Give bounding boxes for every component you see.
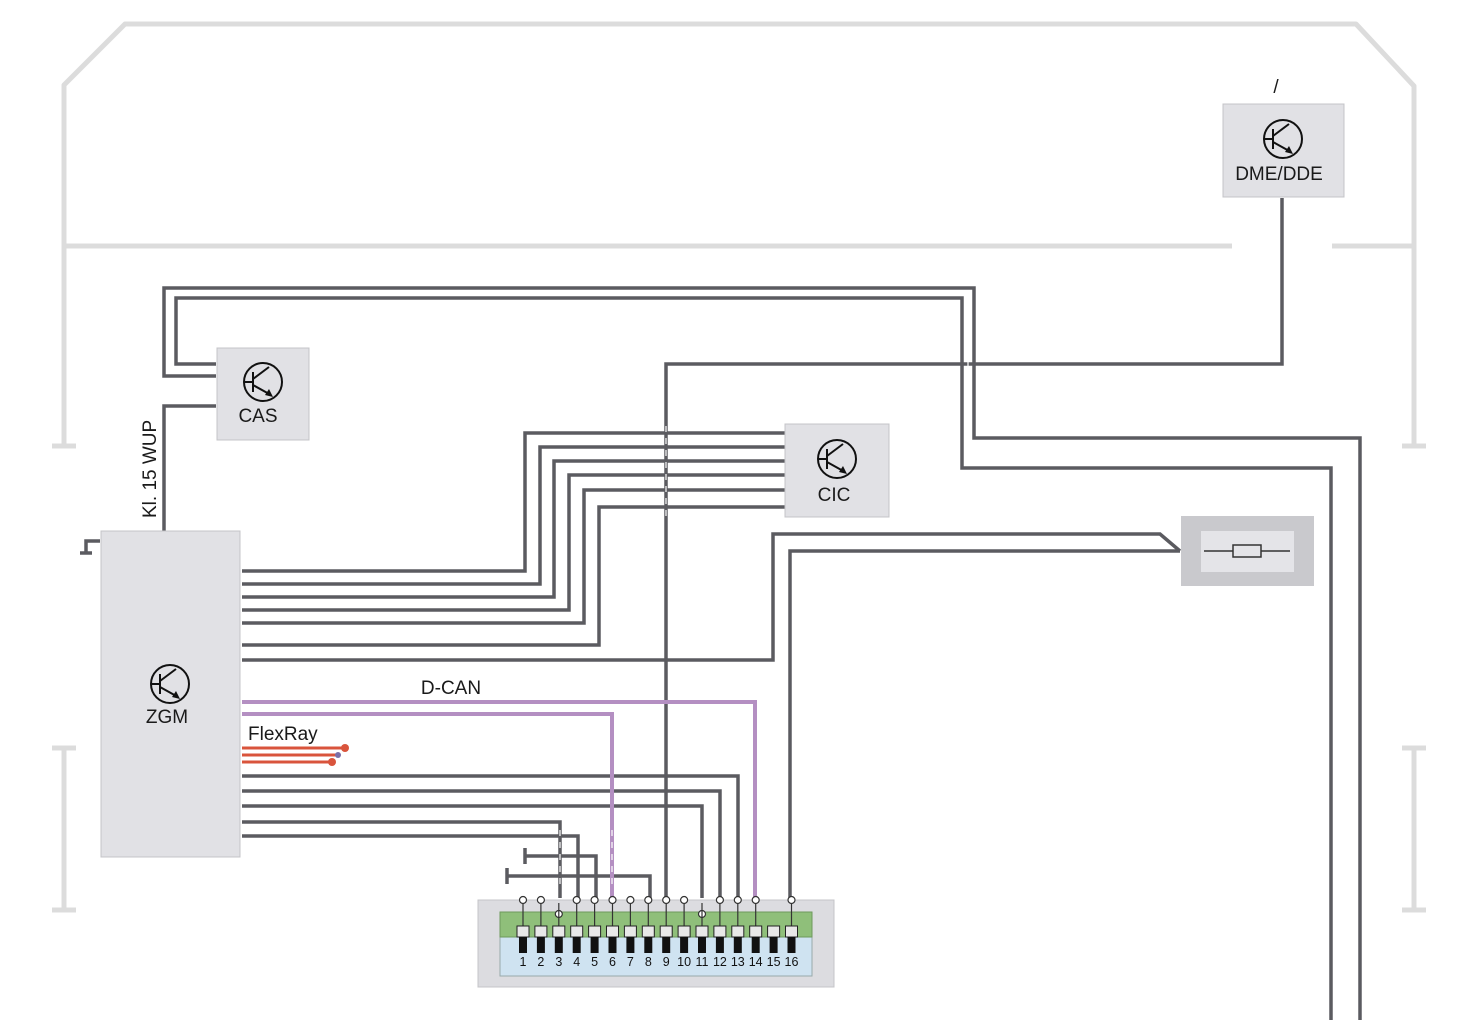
connector-pin-11: 11 — [695, 903, 709, 969]
cic-label: CIC — [818, 485, 851, 506]
pin-contact — [751, 895, 760, 905]
connector-pin-16: 16 — [785, 895, 799, 969]
flexray-terminal — [335, 752, 341, 758]
connector-pin-2: 2 — [534, 895, 548, 969]
cic-module — [784, 423, 890, 518]
wiring-harness — [80, 198, 1362, 1020]
pin-contact — [518, 895, 528, 905]
d-can-bus — [242, 700, 757, 898]
transistor-icon — [150, 664, 190, 704]
fuse-box — [1181, 516, 1314, 586]
pin-number-label: 15 — [767, 955, 781, 969]
pin-contact — [590, 895, 599, 905]
kl15-label: Kl. 15 WUP — [140, 420, 161, 518]
flexray-terminal — [341, 744, 349, 752]
pin-number-label: 10 — [677, 955, 691, 969]
pin-contact — [626, 895, 635, 905]
pin-number-label: 3 — [555, 955, 562, 969]
flexray-bus — [242, 744, 349, 766]
transistor-icon — [1263, 119, 1303, 159]
connector-pin-13: 13 — [731, 895, 745, 969]
dme-dde-module — [1222, 103, 1345, 198]
connector-pin-5: 5 — [588, 895, 602, 969]
d-can-label: D-CAN — [421, 678, 481, 699]
pin-number-label: 5 — [591, 955, 598, 969]
pin-number-label: 8 — [645, 955, 652, 969]
pin-contact — [608, 895, 617, 905]
connector-pin-3: 3 — [552, 903, 566, 969]
pin-number-label: 14 — [749, 955, 763, 969]
pin-number-label: 11 — [696, 955, 709, 969]
pin-contact — [787, 895, 796, 905]
connector-pin-14: 14 — [749, 895, 763, 969]
cas-label: CAS — [238, 406, 277, 427]
connector-pin-8: 8 — [641, 895, 655, 969]
transistor-icon — [243, 362, 283, 402]
pin-contact — [662, 895, 671, 905]
flexray-terminal — [328, 758, 336, 766]
slash-label: / — [1273, 77, 1279, 98]
connector-pin-10: 10 — [677, 895, 691, 969]
pin-number-label: 2 — [537, 955, 544, 969]
pin-number-label: 13 — [731, 955, 745, 969]
pin-contact — [733, 895, 742, 905]
pin-contact — [679, 895, 689, 905]
pin-number-label: 1 — [520, 955, 527, 969]
cas-module — [216, 347, 310, 441]
connector-pin-12: 12 — [713, 895, 727, 969]
pin-number-label: 12 — [713, 955, 727, 969]
vehicle-outline — [52, 21, 1426, 913]
pin-number-label: 7 — [627, 955, 634, 969]
pin-contact — [715, 895, 725, 905]
connector-pin-9: 9 — [659, 895, 673, 969]
pin-number-label: 9 — [663, 955, 670, 969]
connector-pin-6: 6 — [606, 895, 619, 969]
pin-contact — [572, 895, 581, 905]
pin-contact — [644, 895, 653, 905]
connector-pin-4: 4 — [570, 895, 584, 969]
connector-pin-15: 15 — [767, 925, 781, 969]
pin-number-label: 6 — [609, 955, 616, 969]
zgm-label: ZGM — [146, 707, 188, 728]
pin-contact — [536, 895, 546, 905]
pin-number-label: 16 — [785, 955, 799, 969]
fuse-icon — [1204, 544, 1290, 558]
dme-dde-label: DME/DDE — [1235, 164, 1323, 185]
connector-pin-1: 1 — [516, 895, 530, 969]
transistor-icon — [817, 439, 857, 479]
pin-number-label: 4 — [573, 955, 580, 969]
zgm-module — [100, 530, 241, 858]
connector-pin-7: 7 — [623, 895, 637, 969]
flexray-label: FlexRay — [248, 724, 318, 745]
